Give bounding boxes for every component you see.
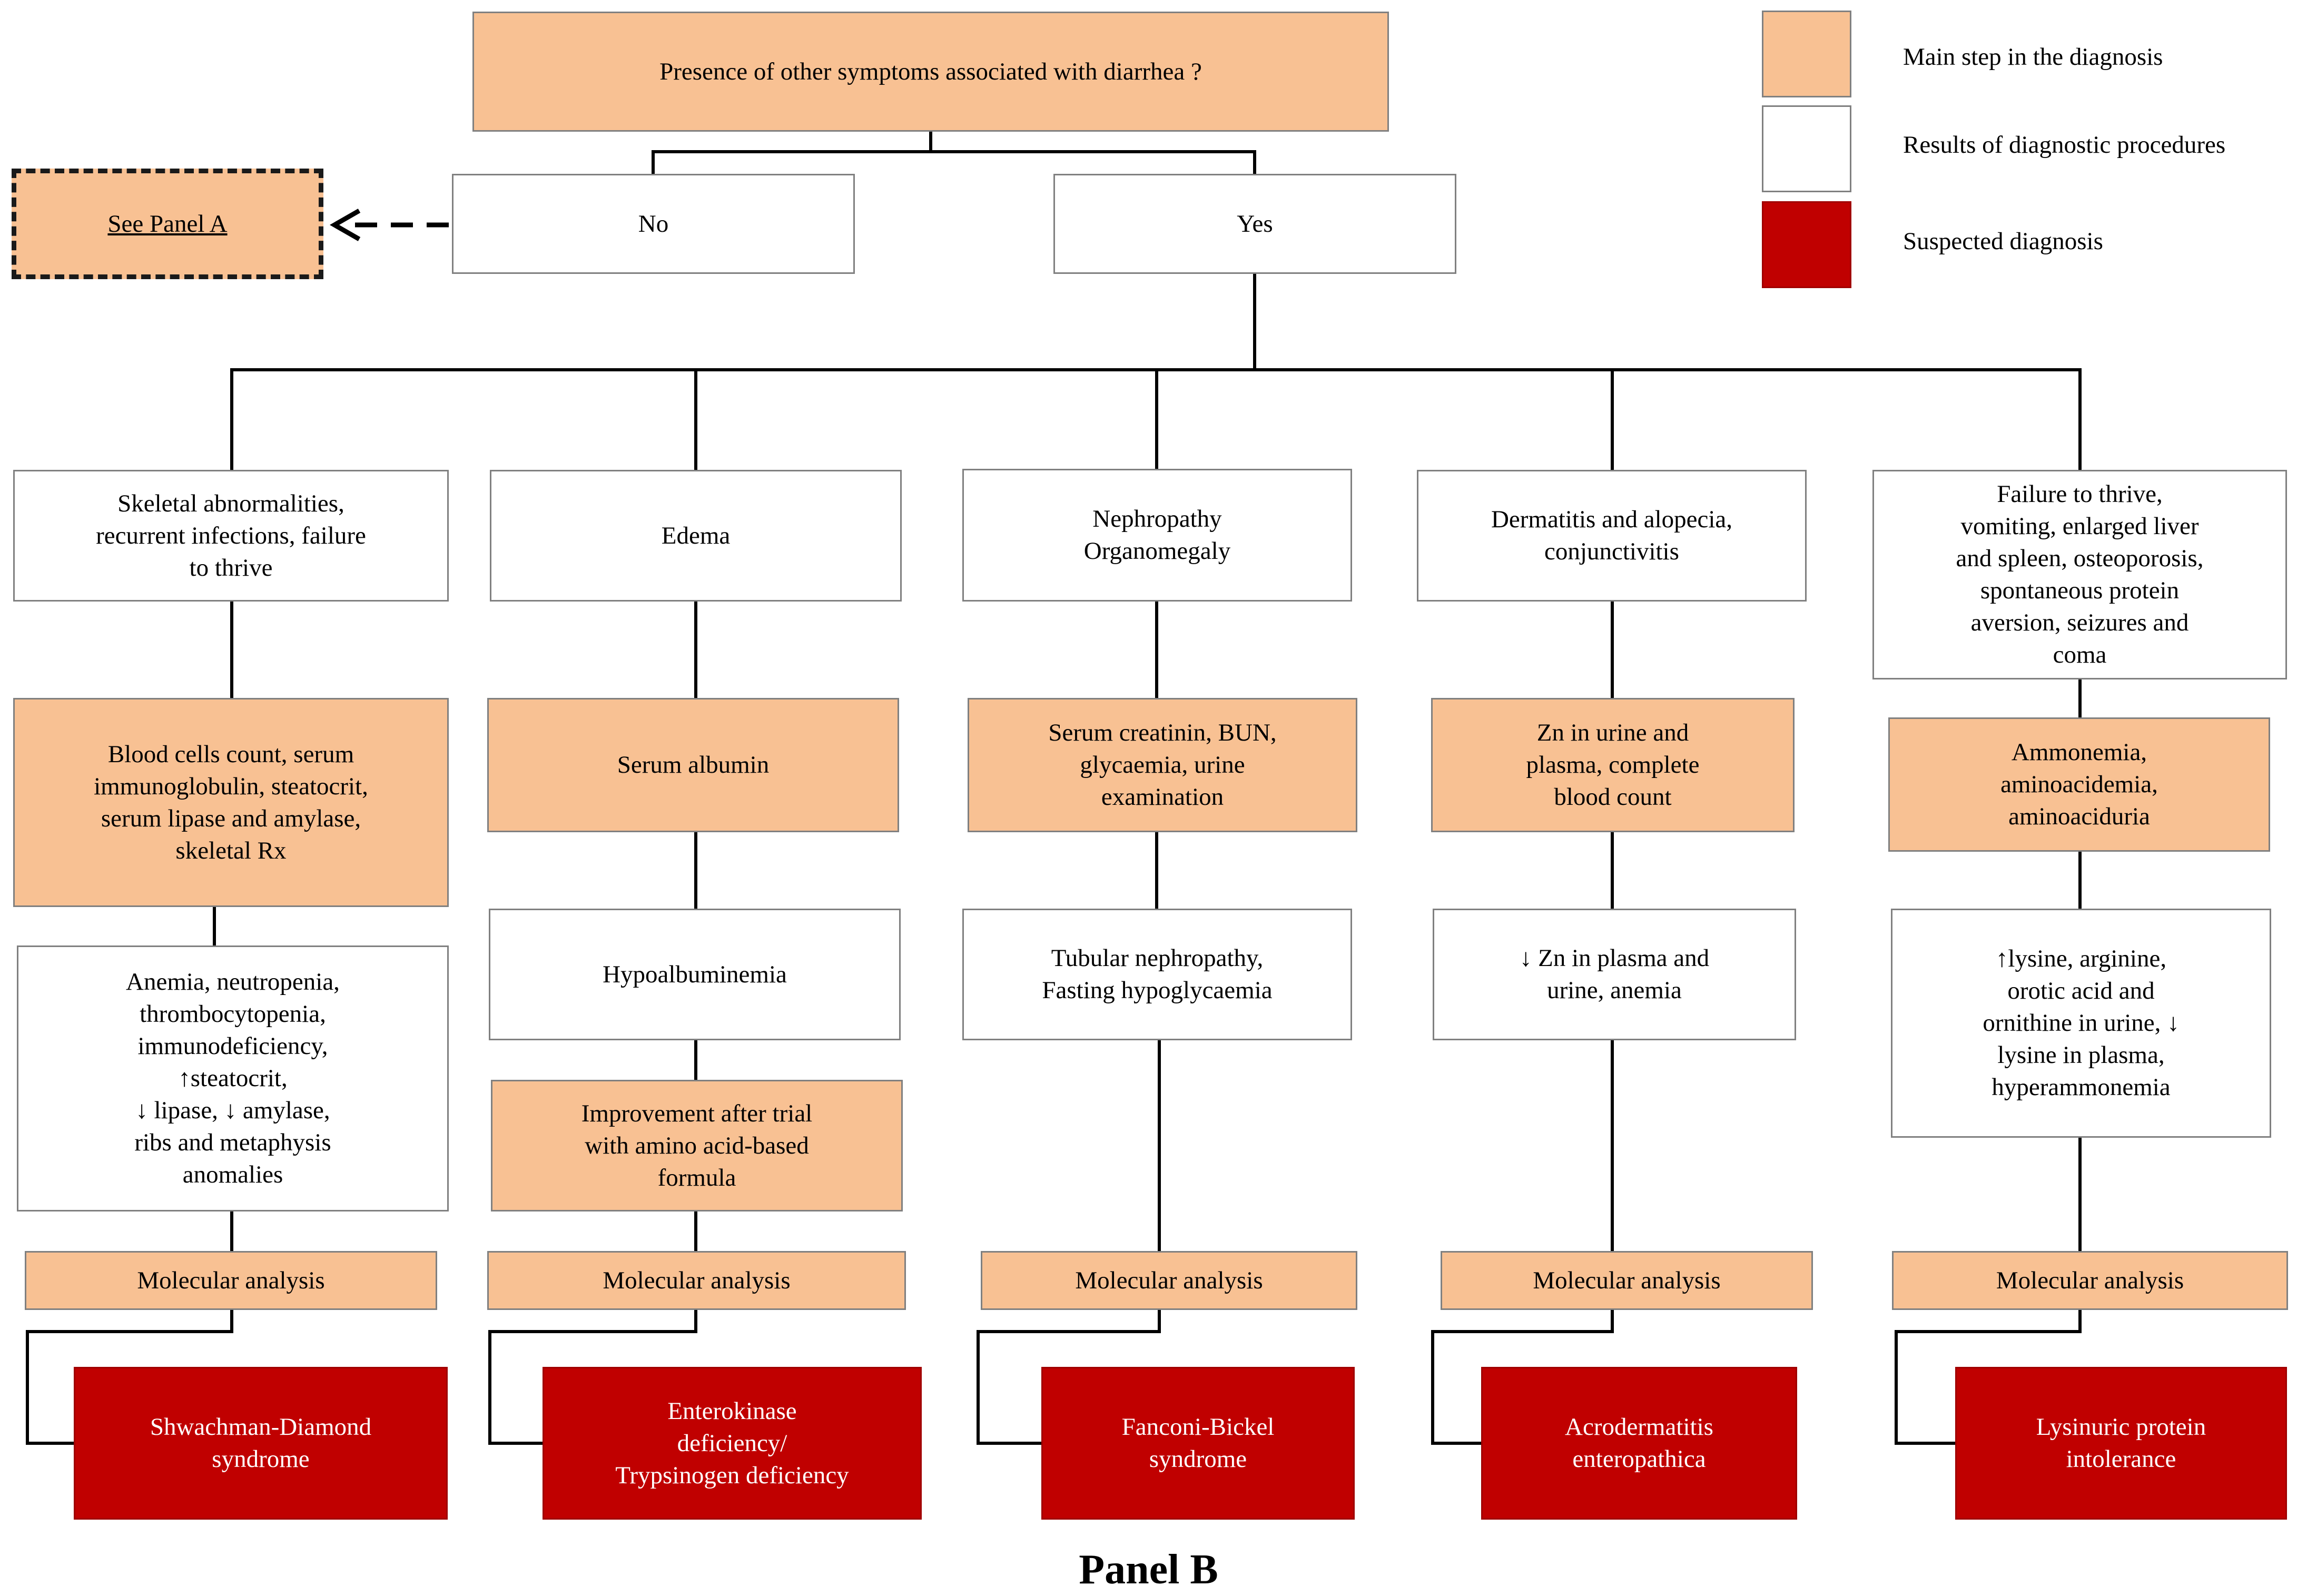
col4-test-box: Zn in urine and plasma, complete blood c… [1431, 698, 1795, 832]
col3-test-box: Serum creatinin, BUN, glycaemia, urine e… [968, 698, 1357, 832]
connector-col4 [1431, 600, 1614, 1445]
col5-molecular-box: Molecular analysis [1892, 1251, 2288, 1310]
see-panel-a-reference: See Panel A [12, 169, 323, 279]
col5-test-box: Ammonemia, aminoacidemia, aminoaciduria [1888, 717, 2270, 852]
legend-label-diagnosis: Suspected diagnosis [1903, 228, 2103, 255]
branch-no: No [452, 174, 855, 274]
legend-swatch-main-step [1762, 11, 1851, 97]
connector-col2 [488, 600, 697, 1445]
legend-label-results: Results of diagnostic procedures [1903, 131, 2226, 159]
col2-test-box: Serum albumin [487, 698, 899, 832]
col3-molecular-box: Molecular analysis [981, 1251, 1357, 1310]
col2-test2-box: Improvement after trial with amino acid-… [491, 1080, 903, 1211]
col3-symptom-box: Nephropathy Organomegaly [962, 469, 1352, 602]
legend-label-main-step: Main step in the diagnosis [1903, 43, 2163, 71]
connector-yes-columns [230, 272, 2082, 471]
panel-title: Panel B [1079, 1546, 1218, 1593]
col5-symptom-box: Failure to thrive, vomiting, enlarged li… [1872, 470, 2287, 679]
legend-swatch-results [1762, 105, 1851, 192]
connector-col3 [977, 600, 1161, 1445]
col4-molecular-box: Molecular analysis [1441, 1251, 1813, 1310]
legend-swatch-diagnosis [1762, 201, 1851, 288]
col5-diagnosis-box: Lysinuric protein intolerance [1955, 1367, 2287, 1520]
col2-symptom-box: Edema [490, 470, 902, 602]
col3-result-box: Tubular nephropathy, Fasting hypoglycaem… [962, 909, 1352, 1040]
connector-root-branches [652, 130, 1256, 175]
col4-result-box: ↓ Zn in plasma and urine, anemia [1433, 909, 1796, 1040]
connector-col1 [26, 600, 233, 1445]
col2-diagnosis-box: Enterokinase deficiency/ Trypsinogen def… [543, 1367, 922, 1520]
col5-result-box: ↑lysine, arginine, orotic acid and ornit… [1891, 909, 2271, 1138]
col2-molecular-box: Molecular analysis [487, 1251, 906, 1310]
col1-molecular-box: Molecular analysis [25, 1251, 437, 1310]
col1-test-box: Blood cells count, serum immunoglobulin,… [13, 698, 449, 907]
branch-yes: Yes [1053, 174, 1456, 274]
col4-diagnosis-box: Acrodermatitis enteropathica [1481, 1367, 1797, 1520]
col1-result-box: Anemia, neutropenia, thrombocytopenia, i… [17, 945, 449, 1211]
root-question: Presence of other symptoms associated wi… [472, 12, 1389, 132]
col1-symptom-box: Skeletal abnormalities, recurrent infect… [13, 470, 449, 602]
col2-result-box: Hypoalbuminemia [489, 909, 901, 1040]
col4-symptom-box: Dermatitis and alopecia, conjunctivitis [1417, 470, 1807, 602]
dashed-arrow [329, 209, 449, 241]
col3-diagnosis-box: Fanconi-Bickel syndrome [1041, 1367, 1355, 1520]
connector-col5 [1895, 678, 2082, 1445]
col1-diagnosis-box: Shwachman-Diamond syndrome [74, 1367, 448, 1520]
